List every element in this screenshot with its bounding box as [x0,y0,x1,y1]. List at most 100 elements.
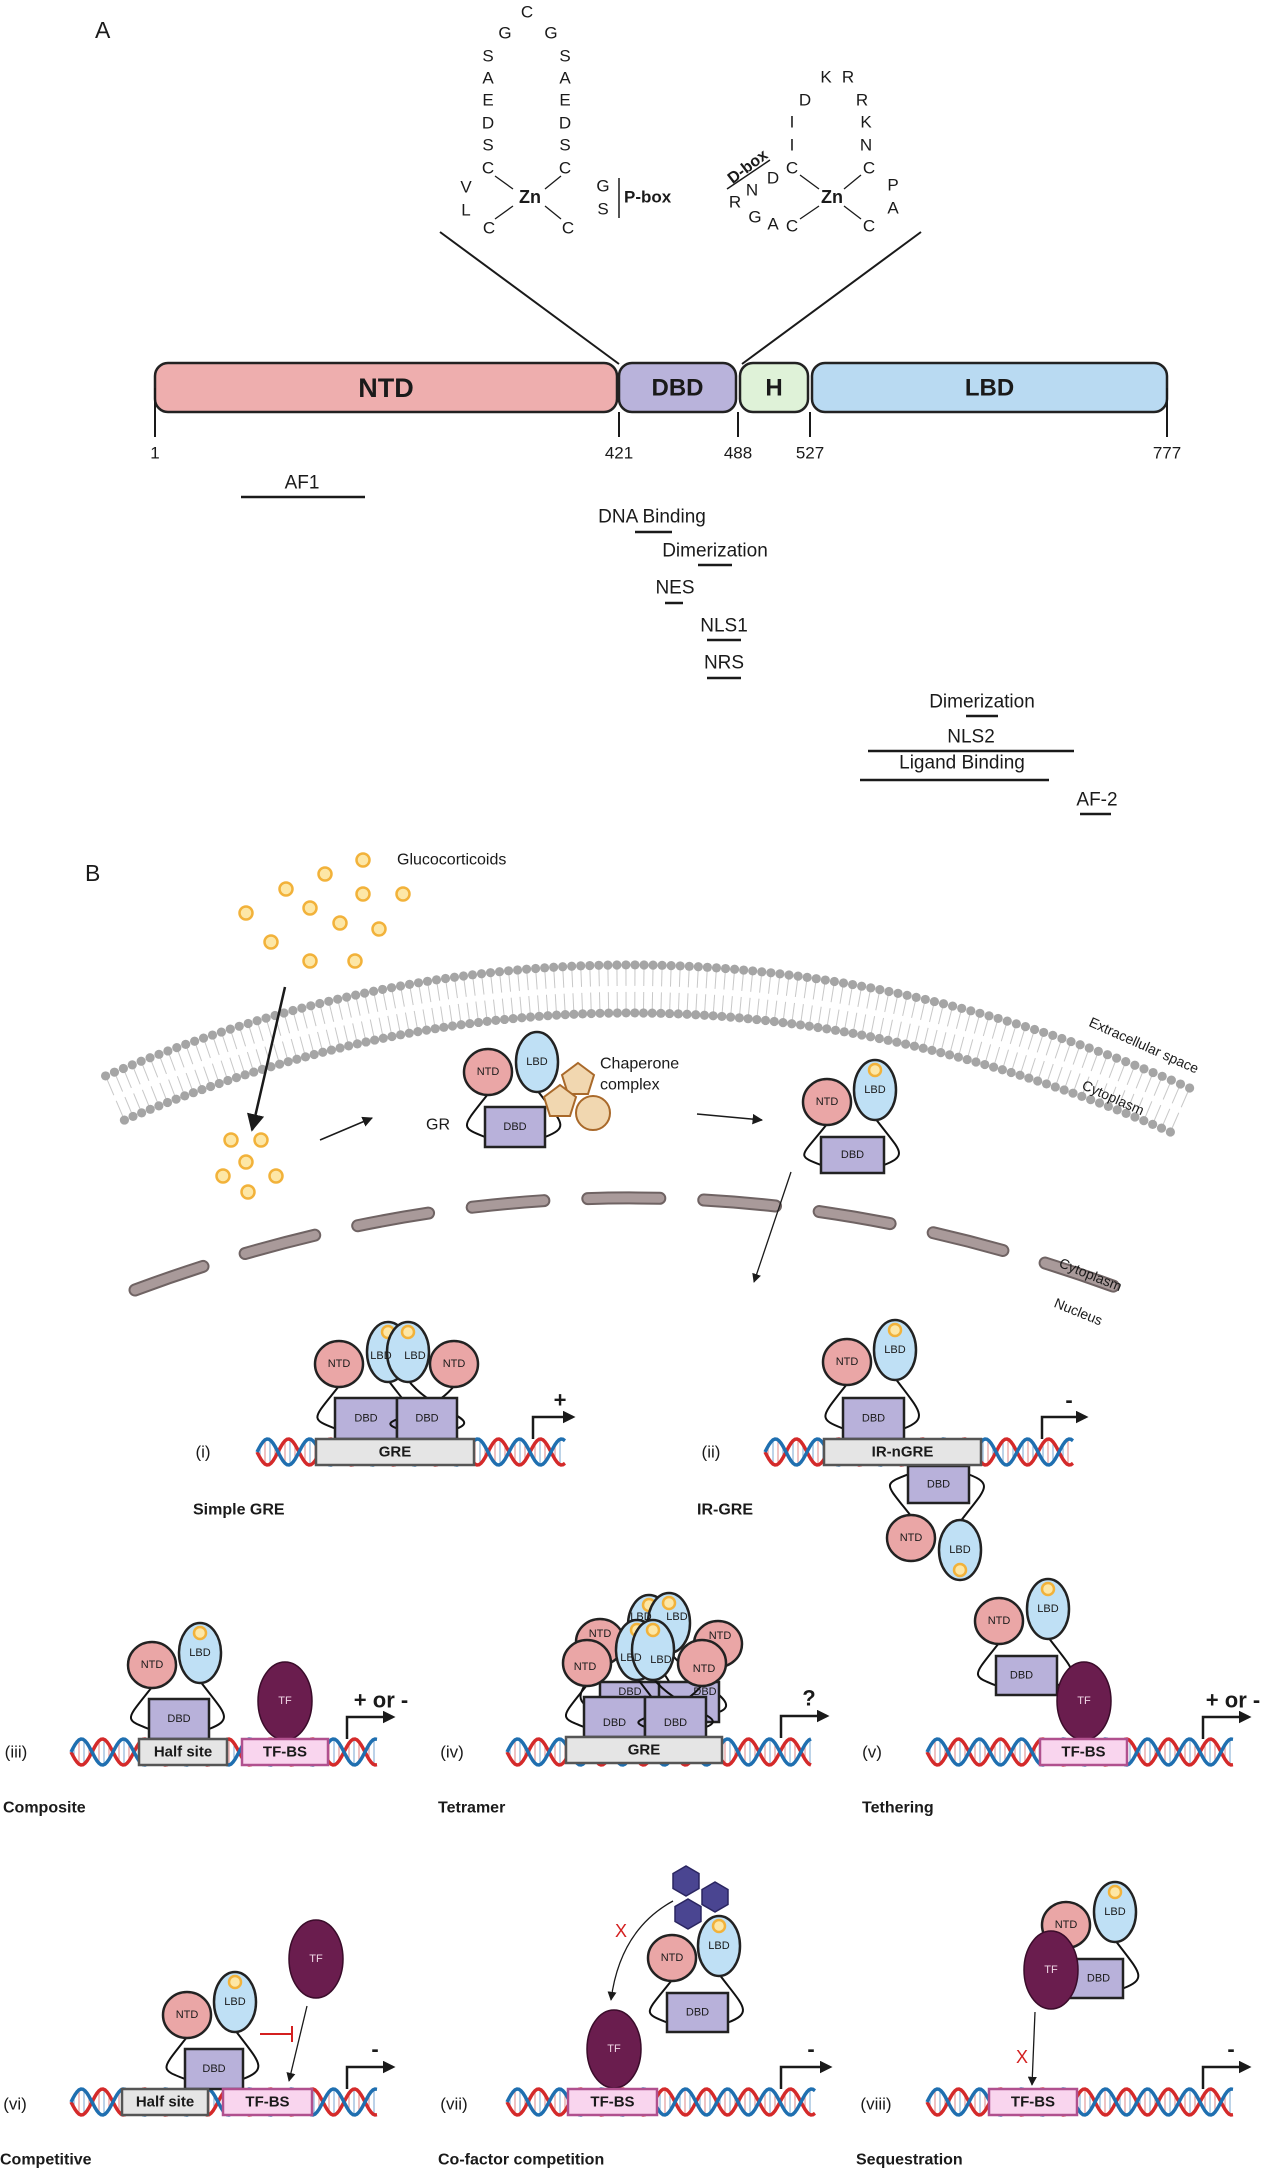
dbd-domain [665,1991,730,2034]
lipid-head [804,1021,814,1031]
lipid-head [240,1070,250,1080]
lipid-head [795,1020,806,1030]
lipid-head [421,1025,432,1035]
lipid-head [422,976,433,986]
linker-loop [466,1093,489,1138]
lipid-head [197,1084,207,1095]
lbd-domain [937,1518,983,1582]
lbd-label: LBD [189,1647,210,1659]
lipid-head [543,1011,553,1021]
lipid-head [993,1013,1003,1024]
feature-label: Dimerization [929,692,1035,713]
domain-ntd [153,361,619,414]
blocked-cofactor-arrow [607,1900,674,2001]
lipid-head [675,961,685,971]
lipid-head [962,1054,972,1065]
gr-label: GR [426,1117,450,1134]
ntd-label: NTD [477,1066,500,1078]
lipid-head [261,1013,271,1023]
lipid-head [1048,1030,1058,1041]
dbd-domain [183,2047,245,2091]
lipid-head [234,1021,244,1031]
zf1-residue: V [460,178,472,197]
transcription-factor [1023,1930,1079,2010]
lipid-head [1086,1095,1096,1105]
lipid-head [578,1009,588,1019]
lipid-head [352,1039,362,1049]
zf2-residue: K [860,113,872,132]
mechanism-title: Sequestration [856,2152,963,2169]
mechanism-numeral: (vi) [3,2095,27,2114]
mechanism-title: Simple GRE [193,1502,285,1519]
binding-site-label: TF-BS [590,2094,634,2111]
ntd-domain [676,1638,728,1688]
lbd-label: LBD [650,1654,671,1666]
lipid-head [163,1046,173,1056]
lipid-head [630,960,640,970]
lipid-head [127,1060,137,1070]
glucocorticoid-molecule [240,1184,256,1200]
lipid-head [760,1015,771,1026]
zf1-residue: S [559,47,570,66]
lipid-head [458,971,469,981]
dbd-label: DBD [1087,1973,1110,1985]
lipid-head [413,978,424,988]
gre-site [137,1737,229,1767]
zinc-bond [799,205,820,220]
lipid-head [927,1045,937,1055]
lipid-head [911,992,921,1002]
gre-site [564,1735,724,1765]
lipid-head [344,1041,354,1051]
ntd-label: NTD [1055,1919,1078,1931]
lipid-head [966,1006,976,1016]
lipid-head [249,1067,259,1077]
lipid-head [377,984,388,995]
bound-ligand [192,1625,208,1641]
bound-ligand [400,1324,416,1340]
lipid-head [813,1022,823,1033]
lipid-head [1121,1108,1131,1118]
mechanism-numeral: (iii) [5,1743,28,1762]
cofactor-hexagon [701,1881,729,1913]
lipid-head [162,1097,173,1108]
lipid-head [569,1009,579,1019]
lbd-domain [177,1621,223,1685]
lipid-head [726,1012,736,1022]
dbd-label: DBD [686,2007,709,2019]
lipid-head [648,960,658,970]
lipid-head [485,968,496,978]
linker-loop [165,2036,188,2080]
ntd-label: NTD [816,1096,839,1108]
lipid-head [621,960,631,970]
lipid-head [857,1030,867,1040]
mechanism-numeral: (iv) [440,1743,464,1762]
ntd-label: NTD [900,1532,923,1544]
ntd-domain [428,1339,480,1389]
linker-loop [894,1377,920,1430]
blocked-mark: X [1016,2047,1028,2067]
chaperone-label: Chaperone [600,1056,679,1073]
lbd-domain [852,1058,898,1122]
zf1-residue: C [559,159,571,178]
dbd-label: DBD [693,1686,716,1698]
lipid-head [612,1008,622,1018]
dbd-domain [906,1464,971,1505]
lipid-head [734,1013,744,1023]
lipid-head [953,1052,963,1062]
ntd-domain [126,1640,178,1690]
dbd-domain [643,1695,708,1739]
lipid-head [283,1057,293,1067]
bound-ligand [645,1622,661,1638]
ntd-domain [462,1047,514,1097]
lipid-head [684,961,694,971]
transcription-factor [288,1919,344,1999]
zinc-bond [843,205,862,220]
lipid-head [216,1027,226,1037]
arrow [319,1116,373,1141]
lipid-head [769,1016,779,1027]
lbd-domain [696,1914,742,1978]
lipid-head [171,1094,181,1104]
lipid-head [378,1033,388,1043]
glucocorticoid-molecule [302,900,318,916]
